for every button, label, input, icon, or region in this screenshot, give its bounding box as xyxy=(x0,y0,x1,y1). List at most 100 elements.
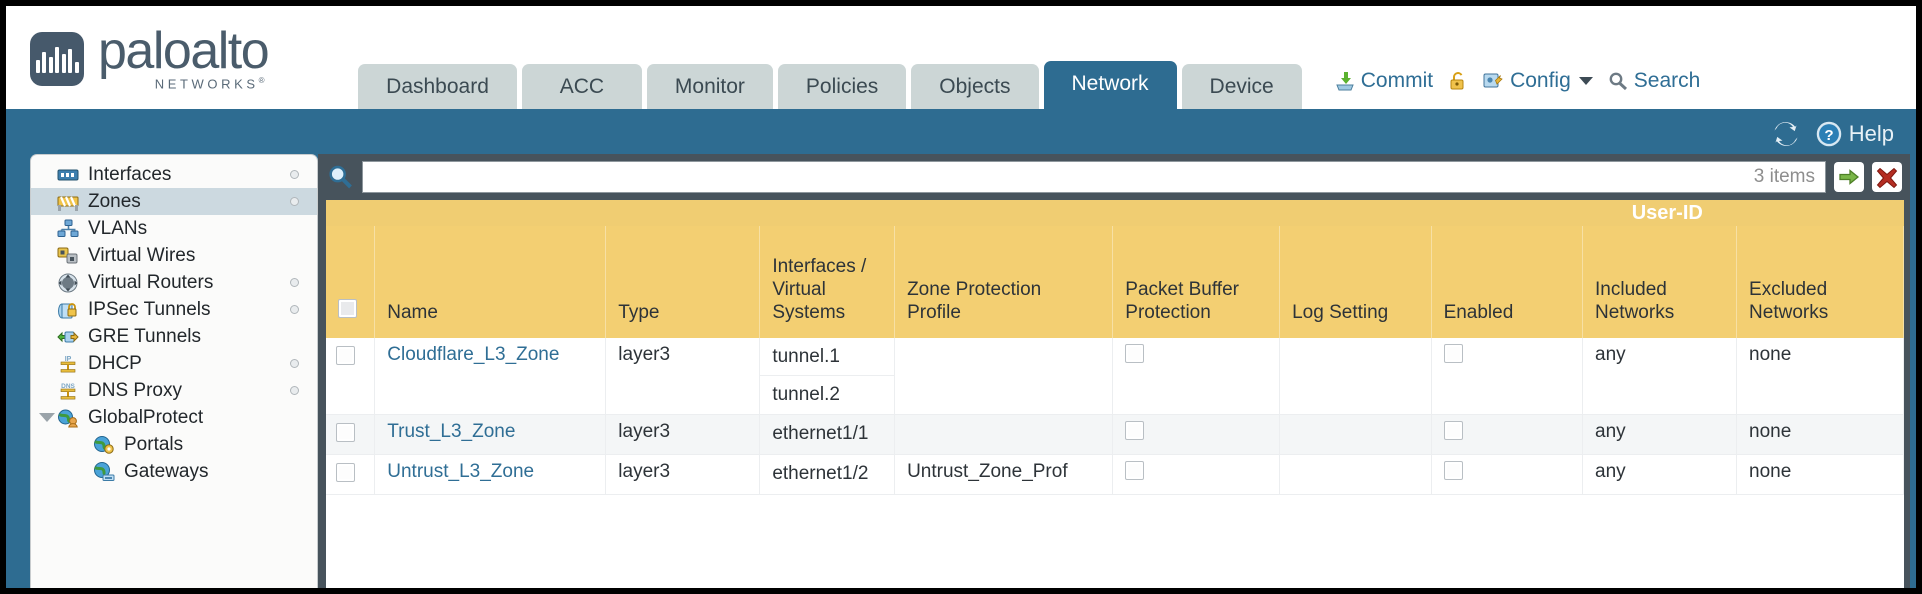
gateways-icon xyxy=(94,461,115,481)
sidebar-item-globalprotect[interactable]: GlobalProtect xyxy=(31,404,317,431)
row-checkbox[interactable] xyxy=(336,423,355,442)
sidebar-item-label: GlobalProtect xyxy=(88,406,204,428)
zone-name-value[interactable]: Cloudflare_L3_Zone xyxy=(387,344,560,365)
excluded-networks-value: none xyxy=(1749,344,1792,365)
userid-group-header: User-ID xyxy=(1431,200,1904,226)
interface-entry: ethernet1/1 xyxy=(772,423,869,444)
sidebar-item-zones[interactable]: Zones xyxy=(31,188,317,215)
userid-enabled-cell xyxy=(1431,338,1584,415)
select-all-checkbox[interactable] xyxy=(338,299,357,318)
sidebar-item-label: Zones xyxy=(88,190,141,212)
zone-protection-profile-value: Untrust_Zone_Prof xyxy=(907,461,1068,482)
sidebar-item-indicator xyxy=(290,359,299,368)
zone-interfaces-cell: ethernet1/1 xyxy=(759,414,896,455)
search-button[interactable]: Search xyxy=(1607,69,1700,93)
userid-enabled-checkbox[interactable] xyxy=(1443,461,1463,480)
clear-filter-button[interactable] xyxy=(1872,162,1902,192)
sidebar-item-virtual-wires[interactable]: Virtual Wires xyxy=(31,242,317,269)
col-included-networks[interactable]: Included Networks xyxy=(1582,226,1738,338)
excluded-networks: none xyxy=(1736,338,1904,415)
zone-type: layer3 xyxy=(605,454,761,495)
config-menu[interactable]: Config xyxy=(1483,69,1593,93)
tab-policies[interactable]: Policies xyxy=(777,64,907,109)
tab-objects[interactable]: Objects xyxy=(911,64,1039,109)
row-checkbox[interactable] xyxy=(336,346,355,365)
tab-acc[interactable]: ACC xyxy=(521,64,642,109)
userid-enabled-checkbox[interactable] xyxy=(1443,344,1463,363)
sidebar-item-label: Virtual Routers xyxy=(88,271,214,293)
tab-monitor[interactable]: Monitor xyxy=(646,64,773,109)
packet-buffer-protection-checkbox[interactable] xyxy=(1125,461,1145,480)
zone-name-value[interactable]: Trust_L3_Zone xyxy=(387,421,516,442)
globalprotect-icon xyxy=(58,409,78,427)
sidebar-item-virtual-routers[interactable]: Virtual Routers xyxy=(31,269,317,296)
sidebar-item-ipsec-tunnels[interactable]: IPSec Tunnels xyxy=(31,296,317,323)
refresh-icon[interactable] xyxy=(1771,120,1801,148)
commit-button[interactable]: Commit xyxy=(1334,69,1433,93)
paloalto-logo: paloalto NETWORKS® xyxy=(30,25,270,91)
col-packet-buffer-protection[interactable]: Packet Buffer Protection xyxy=(1112,226,1281,338)
row-select-cell xyxy=(326,338,376,415)
zone-protection-profile xyxy=(894,414,1114,455)
commit-icon xyxy=(1335,72,1354,91)
paloalto-logo-mark xyxy=(30,31,84,86)
help-icon: ? xyxy=(1816,121,1841,147)
expand-collapse-icon[interactable] xyxy=(39,413,55,422)
sidebar-item-gre-tunnels[interactable]: GRE Tunnels xyxy=(31,323,317,350)
main-content: 3 items xyxy=(318,154,1910,588)
col-interfaces[interactable]: Interfaces / Virtual Systems xyxy=(759,226,896,338)
col-zone-protection-profile[interactable]: Zone Protection Profile xyxy=(894,226,1114,338)
sidebar-item-label: GRE Tunnels xyxy=(88,325,201,347)
zone-type: layer3 xyxy=(605,338,761,415)
col-userid-enabled[interactable]: Enabled xyxy=(1431,226,1584,338)
tab-device[interactable]: Device xyxy=(1181,64,1302,109)
filter-search-icon[interactable] xyxy=(326,163,354,191)
col-type[interactable]: Type xyxy=(605,226,761,338)
packet-buffer-protection-checkbox[interactable] xyxy=(1125,344,1145,363)
header-toolbar: Commit Config S xyxy=(1334,69,1700,93)
userid-enabled-checkbox[interactable] xyxy=(1443,421,1463,440)
zones-table: User-ID Name Type Interfaces / Virtual S… xyxy=(326,200,1904,495)
userid-enabled-cell xyxy=(1431,414,1584,455)
col-excluded-networks[interactable]: Excluded Networks xyxy=(1736,226,1904,338)
zone-name: Trust_L3_Zone xyxy=(374,414,607,455)
col-name[interactable]: Name xyxy=(374,226,607,338)
tab-network[interactable]: Network xyxy=(1043,61,1177,109)
packet-buffer-protection-checkbox[interactable] xyxy=(1125,421,1145,440)
col-log-setting[interactable]: Log Setting xyxy=(1279,226,1432,338)
dhcp-icon: IP xyxy=(60,356,76,372)
help-label: Help xyxy=(1848,121,1894,146)
log-setting xyxy=(1279,454,1432,495)
sidebar-item-label: Portals xyxy=(124,433,184,455)
sidebar-item-label: Interfaces xyxy=(88,163,172,185)
sidebar-item-gateways[interactable]: Gateways xyxy=(31,458,317,485)
sidebar-item-indicator xyxy=(290,278,299,287)
sidebar-item-label: VLANs xyxy=(88,217,148,239)
search-input-wrapper[interactable]: 3 items xyxy=(362,161,1826,193)
vlans-icon xyxy=(57,219,79,237)
row-select-cell xyxy=(326,414,376,455)
commit-label: Commit xyxy=(1360,69,1434,92)
row-checkbox[interactable] xyxy=(336,463,355,482)
zone-name-value[interactable]: Untrust_L3_Zone xyxy=(387,461,535,482)
sidebar-item-portals[interactable]: Portals xyxy=(31,431,317,458)
sidebar-item-interfaces[interactable]: Interfaces xyxy=(31,161,317,188)
apply-filter-button[interactable] xyxy=(1834,162,1864,192)
sidebar-item-vlans[interactable]: VLANs xyxy=(31,215,317,242)
help-button[interactable]: ? Help xyxy=(1815,120,1894,148)
tab-dashboard[interactable]: Dashboard xyxy=(358,64,517,109)
excluded-networks-value: none xyxy=(1749,461,1792,482)
gre-tunnels-icon xyxy=(57,331,79,342)
sidebar-item-label: Virtual Wires xyxy=(88,244,196,266)
padlock-icon[interactable] xyxy=(1447,71,1469,91)
sidebar-item-indicator xyxy=(290,197,299,206)
excluded-networks-value: none xyxy=(1749,421,1792,442)
config-wrench-icon xyxy=(1483,73,1503,88)
